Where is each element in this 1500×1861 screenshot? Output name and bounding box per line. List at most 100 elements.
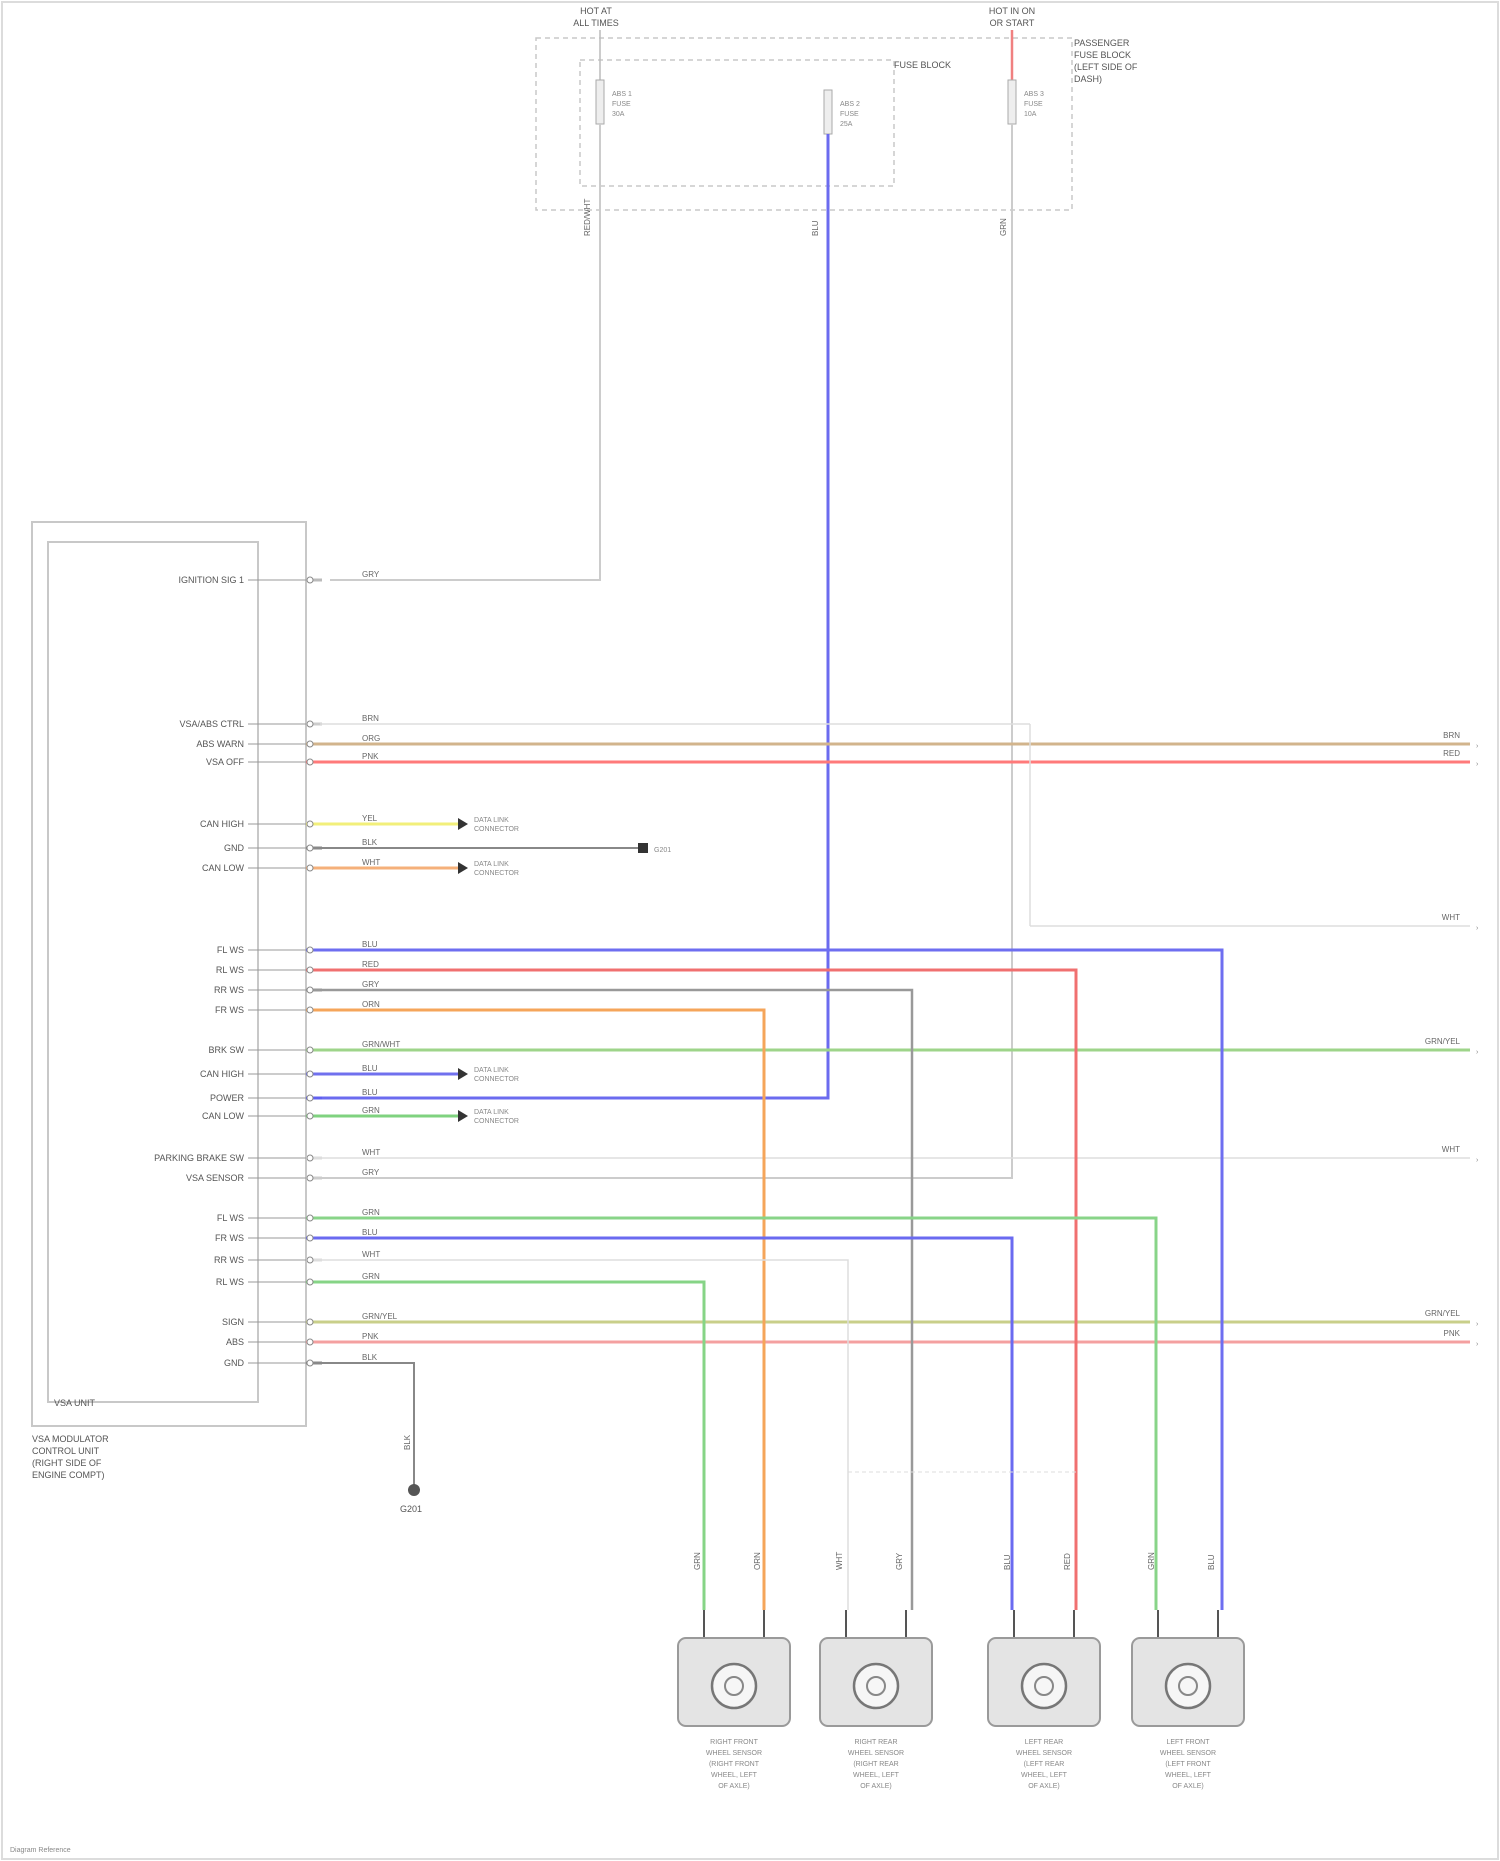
dest-label-7: PNK: [1444, 1329, 1461, 1338]
pin-terminal: [307, 1071, 313, 1077]
ground-label: G201: [400, 1504, 422, 1514]
fuse-side-label-2: FUSE BLOCK: [1074, 50, 1131, 60]
pin-terminal: [307, 1319, 313, 1325]
dest-label-5: WHT: [1442, 1145, 1460, 1154]
fuse-block: HOT AT ALL TIMES HOT IN ON OR START FUSE…: [536, 6, 1138, 236]
sensor-caption-line: WHEEL, LEFT: [1021, 1772, 1068, 1779]
pin-terminal: [307, 577, 313, 583]
ground-junction-label: G201: [654, 847, 671, 854]
sensor-caption-line: RIGHT FRONT: [710, 1739, 758, 1746]
pin-wire-label: PNK: [362, 1332, 379, 1341]
module-pin: GNDBLK: [224, 1353, 378, 1368]
bus-label-3a: DATA LINK: [474, 1067, 509, 1074]
pin-wire-label: RED: [362, 960, 379, 969]
pin-label: CAN LOW: [202, 863, 245, 873]
pin-wire-label: GRN/WHT: [362, 1040, 400, 1049]
pin-wire-label: BLU: [362, 1064, 378, 1073]
pin-wire-label: GRN: [362, 1208, 380, 1217]
pin-terminal: [307, 865, 313, 871]
pin-terminal: [307, 967, 313, 973]
fuse-title-right-1: HOT IN ON: [989, 6, 1035, 16]
sensor-caption-line: OF AXLE): [1172, 1783, 1204, 1790]
pin-wire-label: GRN: [362, 1272, 380, 1281]
module-pin: FR WSORN: [215, 1000, 380, 1015]
sensor-wire-label: BLU: [1207, 1554, 1216, 1570]
sensor-caption-line: WHEEL SENSOR: [1160, 1750, 1216, 1757]
fuse-title-right-2: OR START: [990, 18, 1035, 28]
sensor-caption-line: OF AXLE): [1028, 1783, 1060, 1790]
fuse-inner-label: FUSE BLOCK: [894, 60, 951, 70]
fuse-abs3: [1008, 80, 1016, 124]
ground-junction: [638, 843, 648, 853]
bus-label-2b: CONNECTOR: [474, 870, 519, 877]
fuse-wire-out-left: RED/WHT: [583, 199, 592, 236]
pin-label: VSA SENSOR: [186, 1173, 245, 1183]
fuse-abs3-rating: 10A: [1024, 111, 1037, 118]
pin-terminal: [307, 1007, 313, 1013]
pin-label: ABS WARN: [196, 739, 244, 749]
pin-label: RL WS: [216, 965, 244, 975]
fuse-abs1-name: ABS 1: [612, 91, 632, 98]
bus-label-2a: DATA LINK: [474, 861, 509, 868]
pin-label: GND: [224, 1358, 245, 1368]
pin-label: POWER: [210, 1093, 245, 1103]
module-pin: CAN LOWWHT: [202, 858, 380, 873]
pin-label: RL WS: [216, 1277, 244, 1287]
pin-wire-label: BLU: [362, 1228, 378, 1237]
pin-wire-label: GRY: [362, 1168, 380, 1177]
pin-terminal: [307, 1360, 313, 1366]
pin-terminal: [307, 821, 313, 827]
module-inner-label: VSA UNIT: [54, 1398, 96, 1408]
destinations: BRN RED WHT GRN/YEL WHT GRN/YEL PNK › › …: [1425, 731, 1479, 1348]
footer-label: Diagram Reference: [10, 1847, 71, 1854]
pin-terminal: [307, 741, 313, 747]
sensor-caption-line: WHEEL, LEFT: [711, 1772, 758, 1779]
pin-label: ABS: [226, 1337, 244, 1347]
module-pin: VSA SENSOR GRY: [186, 1168, 380, 1183]
dest-arrow-7: ›: [1476, 1341, 1479, 1348]
fuse-title-left-2: ALL TIMES: [573, 18, 619, 28]
dest-arrow-3: ›: [1476, 925, 1479, 932]
bus-label-3b: CONNECTOR: [474, 1076, 519, 1083]
pin-label: RR WS: [214, 1255, 244, 1265]
pin-wire-label: WHT: [362, 1148, 380, 1157]
pin-wire-label: ORG: [362, 734, 380, 743]
sensor-icon: [1166, 1664, 1210, 1708]
bus-label-1a: DATA LINK: [474, 817, 509, 824]
fuse-abs3-name: ABS 3: [1024, 91, 1044, 98]
fuse-abs2: [824, 90, 832, 134]
pin-label: VSA/ABS CTRL: [179, 719, 244, 729]
sensor-icon: [1022, 1664, 1066, 1708]
pin-terminal: [307, 1339, 313, 1345]
pin-terminal: [307, 721, 313, 727]
sensor-caption-line: OF AXLE): [718, 1783, 750, 1790]
ground-point: [408, 1484, 420, 1496]
fuse-abs1-extra: FUSE: [612, 101, 631, 108]
module-pin: PARKING BRAKE SW WHT: [154, 1148, 380, 1163]
fuse-abs2-extra: FUSE: [840, 111, 859, 118]
pin-label: IGNITION SIG 1: [178, 575, 244, 585]
module-pin: IGNITION SIG 1GRY: [178, 570, 379, 585]
pin-label: FL WS: [217, 1213, 244, 1223]
ground-wire: [320, 1363, 414, 1488]
pin-terminal: [307, 1175, 313, 1181]
module-caption-3: (RIGHT SIDE OF: [32, 1458, 102, 1468]
module-pin: ABS WARN ORG: [196, 734, 380, 749]
fuse-abs1: [596, 80, 604, 124]
sensor-caption-line: WHEEL SENSOR: [706, 1750, 762, 1757]
pin-label: PARKING BRAKE SW: [154, 1153, 244, 1163]
ground-wire-label: BLK: [403, 1434, 412, 1450]
vsa-module: VSA UNIT VSA MODULATOR CONTROL UNIT (RIG…: [32, 522, 400, 1480]
pin-wire-label: GRY: [362, 980, 380, 989]
pin-wire-label: GRN/YEL: [362, 1312, 398, 1321]
fuse-title-left-1: HOT AT: [580, 6, 612, 16]
fuse-wire-out-right: GRN: [999, 218, 1008, 236]
pin-wire-label: PNK: [362, 752, 379, 761]
pin-terminal: [307, 1235, 313, 1241]
fuse-block-outline: [536, 38, 1072, 210]
